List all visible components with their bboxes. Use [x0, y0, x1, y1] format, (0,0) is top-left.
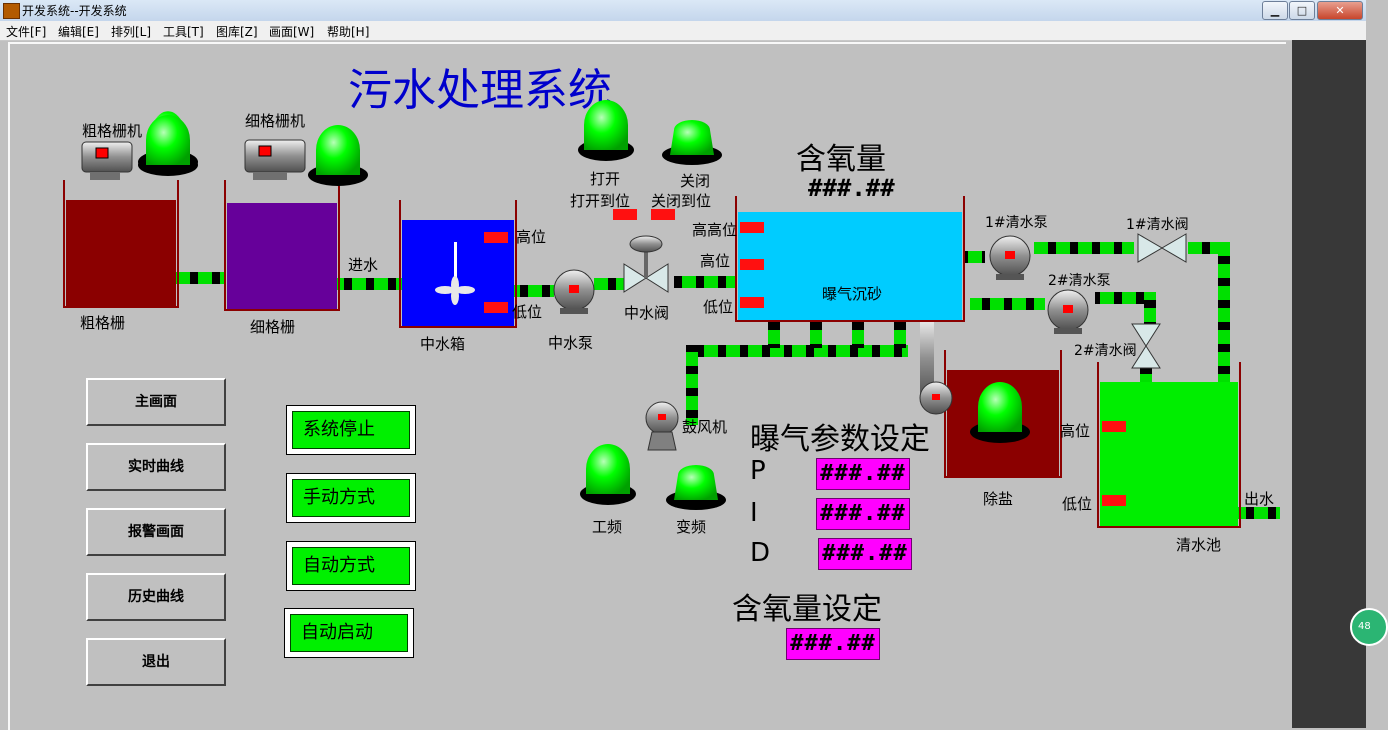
aeration-label: 曝气沉砂	[822, 285, 883, 303]
mid-valve-icon	[623, 235, 669, 293]
d-label: D	[750, 538, 771, 568]
coarse-screen-label: 粗格栅	[80, 314, 126, 332]
variable-freq-label: 变频	[676, 518, 707, 536]
blower-icon	[645, 401, 679, 451]
p-label: P	[750, 456, 766, 486]
pump1-icon	[989, 235, 1031, 280]
oxygen-value: ###.##	[808, 174, 895, 202]
aeration-high-mark	[740, 259, 764, 270]
menu-edit[interactable]: 编辑[E]	[58, 25, 99, 39]
aeration-low-mark	[740, 297, 764, 308]
coarse-screen-machine-label: 粗格栅机	[82, 122, 143, 140]
mid-tank-high-mark	[484, 232, 508, 243]
gray-pipe	[920, 318, 934, 398]
auto-mode-label: 自动方式	[292, 547, 410, 585]
valve2-label: 2#清水阀	[1074, 343, 1137, 359]
maximize-button[interactable]: □	[1289, 1, 1315, 20]
aeration-tank	[735, 196, 965, 322]
pump1-label: 1#清水泵	[985, 215, 1048, 231]
menu-tools[interactable]: 工具[T]	[163, 25, 204, 39]
open-done-label: 打开到位	[570, 192, 631, 210]
mid-tank-high-label: 高位	[516, 228, 547, 246]
blower-label: 鼓风机	[682, 418, 728, 436]
mid-tank-label: 中水箱	[420, 335, 466, 353]
power-freq-label: 工频	[592, 518, 623, 536]
system-stop-button[interactable]: 系统停止	[286, 405, 416, 455]
p-value-field[interactable]: ###.##	[816, 458, 910, 490]
aeration-hh-mark	[740, 222, 764, 233]
fine-screen-motor-icon	[244, 139, 306, 180]
mid-pump-label: 中水泵	[548, 334, 594, 352]
oxygen-title: 含氧量	[796, 142, 886, 177]
close-button[interactable]: ✕	[1317, 1, 1363, 20]
oxygen-set-field[interactable]: ###.##	[786, 628, 880, 660]
alarm-screen-button[interactable]: 报警画面	[86, 508, 226, 556]
close-done-mark	[651, 209, 675, 220]
close-label: 关闭	[680, 172, 711, 190]
page-title: 污水处理系统	[348, 65, 612, 116]
mid-pump-icon	[553, 269, 595, 314]
fine-screen-tank	[224, 180, 340, 311]
coarse-screen-tank	[63, 180, 179, 308]
i-value-field[interactable]: ###.##	[816, 498, 910, 530]
manual-mode-button[interactable]: 手动方式	[286, 473, 416, 523]
desalt-pump-icon	[919, 381, 953, 415]
window-title: 开发系统--开发系统	[22, 4, 127, 18]
fine-screen-machine-label: 细格栅机	[245, 112, 306, 130]
bulb-group	[138, 100, 1030, 510]
pump2-icon	[1047, 289, 1089, 334]
menu-screen[interactable]: 画面[W]	[269, 25, 315, 39]
valve1-label: 1#清水阀	[1126, 217, 1189, 233]
menu-help[interactable]: 帮助[H]	[327, 25, 370, 39]
mid-tank-low-mark	[484, 302, 508, 313]
aeration-high-label: 高位	[700, 252, 731, 270]
auto-start-button[interactable]: 自动启动	[284, 608, 414, 658]
mid-valve-label: 中水阀	[624, 304, 670, 322]
app-icon	[3, 3, 20, 19]
history-curve-button[interactable]: 历史曲线	[86, 573, 226, 621]
menu-file[interactable]: 文件[F]	[6, 25, 47, 39]
oxygen-set-title: 含氧量设定	[732, 592, 882, 627]
side-badge[interactable]: 48	[1350, 608, 1388, 646]
menu-bar: 文件[F] 编辑[E] 排列[L] 工具[T] 图库[Z] 画面[W] 帮助[H…	[0, 21, 1366, 41]
pool-high-mark	[1102, 421, 1126, 432]
i-label: I	[750, 498, 758, 528]
system-stop-label: 系统停止	[292, 411, 410, 449]
outlet-label: 出水	[1244, 490, 1275, 508]
main-screen-button[interactable]: 主画面	[86, 378, 226, 426]
mixer-icon	[435, 242, 475, 305]
auto-mode-button[interactable]: 自动方式	[286, 541, 416, 591]
pipe-network	[176, 242, 1280, 519]
manual-mode-label: 手动方式	[292, 479, 410, 517]
open-label: 打开	[590, 170, 621, 188]
minimize-button[interactable]: ▁	[1262, 1, 1288, 20]
pump2-label: 2#清水泵	[1048, 273, 1111, 289]
menu-gallery[interactable]: 图库[Z]	[216, 25, 258, 39]
pool-low-label: 低位	[1062, 495, 1093, 513]
pool-low-mark	[1102, 495, 1126, 506]
menu-arrange[interactable]: 排列[L]	[111, 25, 152, 39]
exit-button[interactable]: 退出	[86, 638, 226, 686]
valve2-icon	[1131, 323, 1161, 369]
realtime-curve-button[interactable]: 实时曲线	[86, 443, 226, 491]
title-bar: 开发系统--开发系统 ▁ □ ✕	[0, 0, 1366, 22]
valve1-icon	[1137, 233, 1187, 263]
inlet-label: 进水	[348, 256, 379, 274]
desalt-label: 除盐	[983, 490, 1014, 508]
open-done-mark	[613, 209, 637, 220]
auto-start-label: 自动启动	[290, 614, 408, 652]
d-value-field[interactable]: ###.##	[818, 538, 912, 570]
close-done-label: 关闭到位	[651, 192, 712, 210]
pool-high-label: 高位	[1060, 422, 1091, 440]
aeration-low-label: 低位	[703, 298, 734, 316]
aeration-hh-label: 高高位	[692, 221, 738, 239]
fine-screen-label: 细格栅	[250, 318, 296, 336]
clear-pool-label: 清水池	[1176, 536, 1222, 554]
side-panel: 48	[1292, 40, 1388, 728]
mid-tank-low-label: 低位	[512, 303, 543, 321]
aeration-params-title: 曝气参数设定	[750, 422, 930, 457]
coarse-screen-motor-icon	[81, 141, 133, 180]
